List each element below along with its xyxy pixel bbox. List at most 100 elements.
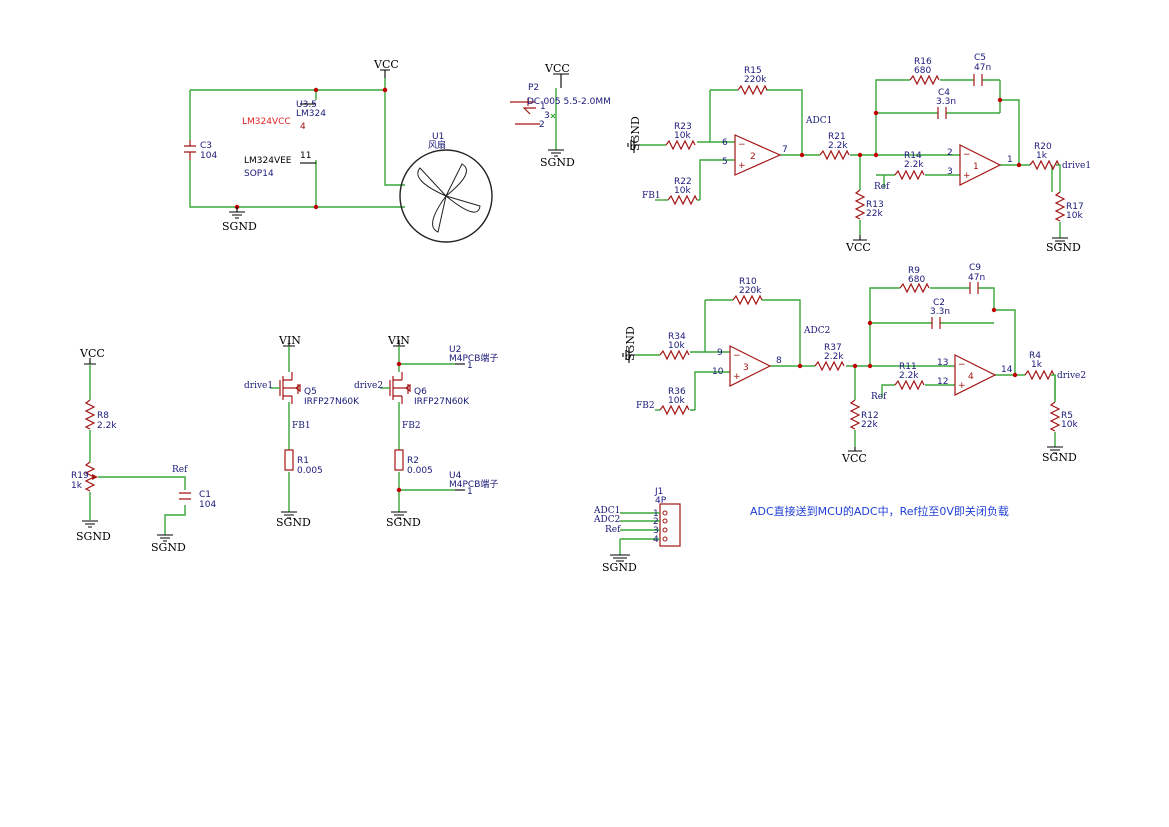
svg-text:−: − <box>733 351 741 361</box>
label-amp1-ua-in_pos: 5 <box>722 157 728 167</box>
label-u4-ref: U4 <box>449 471 462 481</box>
label-amp1-r17-value: 10k <box>1066 211 1083 221</box>
label-amp1-net_drive: drive1 <box>1062 161 1091 171</box>
label-amp2-ub-out: 14 <box>1001 365 1013 375</box>
label-amp2-r11-value: 2.2k <box>899 371 919 381</box>
fan-power-block: VCC C3 104 SGND U3.5 LM324 4 LM324VCC 11… <box>184 58 493 243</box>
svg-text:+: + <box>958 381 966 391</box>
label-j1-pins-1: 2 <box>653 517 659 527</box>
label-p2-pins-2: 2 <box>539 120 545 130</box>
label-ref_div-c1-value: 104 <box>199 500 216 510</box>
label-mos1-gate: drive1 <box>244 381 273 391</box>
svg-text:−: − <box>963 150 971 160</box>
label-power-vcc: VCC <box>79 347 105 360</box>
label-amp2-ua-in_pos: 10 <box>712 367 724 377</box>
design-note: ADC直接送到MCU的ADC中，Ref拉至0V即关闭负载 <box>750 504 1009 518</box>
label-mos2-value: IRFP27N60K <box>414 397 470 407</box>
label-amp2-r11-ref: R11 <box>899 362 917 372</box>
label-amp2-ua-in_neg: 9 <box>717 348 723 358</box>
label-u1-value: 风扇 <box>428 139 446 151</box>
label-amp2-r34-ref: R34 <box>668 332 686 342</box>
label-u4-value: M4PCB端子 <box>449 478 498 490</box>
label-power-sgnd: SGND <box>629 116 642 151</box>
label-ref_div-r8-value: 2.2k <box>97 421 117 431</box>
label-power-sgnd: SGND <box>540 156 575 169</box>
label-amp1-r23-value: 10k <box>674 131 691 141</box>
fan-icon: U1 风扇 <box>399 132 493 243</box>
label-power-vin: VIN <box>278 334 301 347</box>
label-amp2-ua-out: 8 <box>776 356 782 366</box>
label-u2-value: M4PCB端子 <box>449 352 498 364</box>
label-amp1-ua-unit: 2 <box>750 152 756 162</box>
label-u1-ref: U1 <box>432 132 444 142</box>
amp-channel-2: R10 220k R34 10k SGND R36 10k FB2 − + 9 … <box>622 263 1086 465</box>
label-u3-pin_neg: 11 <box>300 151 311 161</box>
lm324vee-label: LM324VEE <box>244 156 292 166</box>
label-amp2-net_drive: drive2 <box>1057 371 1086 381</box>
label-amp1-c5-value: 47n <box>974 63 991 73</box>
label-power-sgnd: SGND <box>1046 241 1081 254</box>
label-power-sgnd: SGND <box>386 516 421 529</box>
label-j1-ref: J1 <box>654 487 663 497</box>
svg-text:−: − <box>738 140 746 150</box>
label-amp2-r12-ref: R12 <box>861 411 879 421</box>
label-amp1-c5-ref: C5 <box>974 53 986 63</box>
label-amp2-r10-value: 220k <box>739 286 762 296</box>
label-amp1-r16-value: 680 <box>914 66 931 76</box>
label-power-sgnd: SGND <box>151 541 186 554</box>
label-u3-value: LM324 <box>296 109 326 119</box>
label-mos1-ref: Q5 <box>304 387 317 397</box>
label-p2-pins-0: 1 <box>540 102 546 112</box>
label-amp2-r10-ref: R10 <box>739 277 757 287</box>
amp-channel-1: R15 220k R23 10k SGND R22 10k FB1 − + 6 … <box>627 53 1091 254</box>
label-amp2-r34-value: 10k <box>668 341 685 351</box>
label-mos2-r2-value: 0.005 <box>407 466 433 476</box>
label-u2-pin: 1 <box>467 361 473 371</box>
label-p2-ref: P2 <box>528 83 539 93</box>
label-amp1-net_adc: ADC1 <box>805 116 832 126</box>
label-amp1-net_ref: Ref <box>874 182 890 192</box>
label-amp1-r17-ref: R17 <box>1066 202 1084 212</box>
sgnd-label: SGND <box>222 220 257 233</box>
label-amp2-net_adc: ADC2 <box>803 326 830 336</box>
label-amp1-ub-unit: 1 <box>973 162 979 172</box>
label-amp1-c4-ref: C4 <box>938 88 950 98</box>
label-ref_div-net: Ref <box>172 465 188 475</box>
j1-connector: J1 4P 1 2 3 4 ADC1 ADC2 Ref SGND <box>593 487 681 574</box>
label-amp2-net_ref: Ref <box>871 392 887 402</box>
label-amp2-net_fb: FB2 <box>636 401 655 411</box>
label-amp1-r13-value: 22k <box>866 209 883 219</box>
label-ref_div-r19-value: 1k <box>71 481 83 491</box>
label-j1-pins-3: 4 <box>653 535 659 545</box>
label-amp2-r5-value: 10k <box>1061 420 1078 430</box>
label-amp2-r4-ref: R4 <box>1029 351 1041 361</box>
label-amp1-c4-value: 3.3n <box>936 97 956 107</box>
label-ref_div-r8-ref: R8 <box>97 411 109 421</box>
label-power-vcc: VCC <box>845 241 871 254</box>
label-amp1-r13-ref: R13 <box>866 200 884 210</box>
lm324vcc-label: LM324VCC <box>242 117 291 127</box>
label-u4-pin: 1 <box>467 487 473 497</box>
label-amp1-ub-in_pos: 3 <box>947 167 953 177</box>
label-j1-pins-2: 3 <box>653 526 659 536</box>
label-amp2-ub-unit: 4 <box>968 372 974 382</box>
label-mos2-gate: drive2 <box>354 381 383 391</box>
label-amp1-ub-out: 1 <box>1007 155 1013 165</box>
label-amp1-ub-in_neg: 2 <box>947 148 953 158</box>
vcc-label: VCC <box>373 58 399 71</box>
label-mos2-ref: Q6 <box>414 387 427 397</box>
label-power-sgnd: SGND <box>1042 451 1077 464</box>
ref-divider: VCC R8 2.2k R19 1k Ref C1 104 SGND SGND <box>71 347 216 554</box>
label-power-sgnd: SGND <box>76 530 111 543</box>
label-amp1-ua-in_neg: 6 <box>722 138 728 148</box>
label-j1-value: 4P <box>655 496 667 506</box>
label-amp2-r36-value: 10k <box>668 396 685 406</box>
label-amp2-c2-ref: C2 <box>933 298 945 308</box>
label-amp2-r37-value: 2.2k <box>824 352 844 362</box>
label-amp1-r22-ref: R22 <box>674 177 692 187</box>
label-j1-nets-2: Ref <box>605 525 621 535</box>
label-p2-value: DC-005 5.5-2.0MM <box>527 97 611 107</box>
label-j1-pins-0: 1 <box>653 509 659 519</box>
label-amp2-r36-ref: R36 <box>668 387 686 397</box>
